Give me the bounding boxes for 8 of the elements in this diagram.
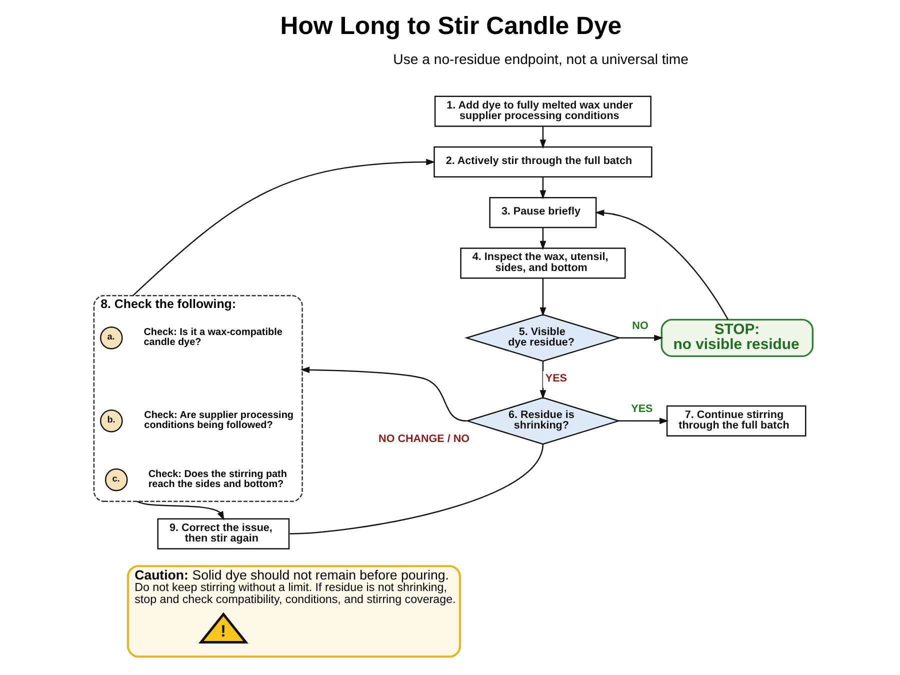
node-label: Check: Are supplier processing conditions being followed? <box>144 410 294 432</box>
node-label: Check: Is it a wax-compatible candle dye? <box>144 327 282 348</box>
node-label: Check: Does the stirring path reach the sides and bottom? <box>148 469 287 490</box>
label: Use a no-residue endpoint, not a universal time <box>393 51 689 68</box>
diagram-title: How Long to Stir Candle Dye <box>280 12 622 40</box>
edge-label: YES <box>545 372 567 384</box>
edge-label: YES <box>631 403 653 416</box>
edge-label: NO <box>632 320 648 332</box>
